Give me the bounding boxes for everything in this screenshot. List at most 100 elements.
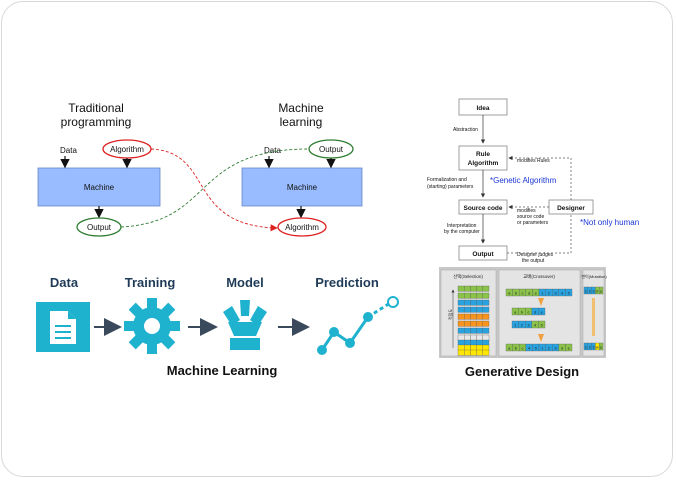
gene-cell <box>464 334 471 341</box>
step-data-label: Data <box>50 275 79 290</box>
gene-cell-label: b <box>515 291 518 296</box>
gene-cell-label: a <box>508 346 511 351</box>
gene-cell-label: e <box>535 291 538 296</box>
traditional-data-label: Data <box>60 146 77 155</box>
traditional-machine-label: Machine <box>84 183 115 192</box>
gene-cell-label: 5 <box>535 346 538 351</box>
gene-cell-label: 2 <box>589 289 592 294</box>
gene-cell <box>565 288 573 297</box>
modifies-rules-label: modifies Rules <box>517 158 550 164</box>
designer-judges-2: the output <box>522 258 545 264</box>
gene-cell-label: 2 <box>548 346 551 351</box>
abstraction-label: Abstraction <box>453 127 478 133</box>
gene-cell-label: b <box>521 310 524 315</box>
gene-cell-label: e <box>600 345 603 350</box>
generative-design-caption: Generative Design <box>465 364 579 379</box>
gene-cell <box>457 299 465 306</box>
gene-cell <box>470 327 477 334</box>
gene-cell <box>464 313 471 320</box>
modifies-source-3: or parameters <box>517 220 549 226</box>
idea-label: Idea <box>476 105 489 112</box>
traditional-algorithm-label: Algorithm <box>110 145 144 154</box>
gene-cell <box>482 349 490 356</box>
gene-cell <box>565 343 573 352</box>
gene-cell <box>464 285 471 292</box>
gene-cell-label: 1 <box>541 291 544 296</box>
ml-machine-label: Machine <box>287 183 318 192</box>
gene-cell <box>476 334 483 341</box>
gene-cell <box>464 339 471 346</box>
gene-cell-label: b <box>515 346 518 351</box>
ml-title-line2: learning <box>280 115 323 129</box>
ml-data-label: Data <box>264 146 281 155</box>
gene-cell <box>599 342 604 351</box>
gene-cell <box>470 344 477 351</box>
gene-cell <box>457 339 465 346</box>
gene-cell <box>476 327 483 334</box>
gear-icon <box>124 298 180 354</box>
step-model-label: Model <box>226 275 264 290</box>
model-icon <box>223 300 267 350</box>
gene-cell <box>538 307 546 316</box>
output-crossing-curve <box>120 148 308 228</box>
traditional-machine-box <box>37 167 161 207</box>
gene-cell <box>464 344 471 351</box>
gene-cell-label: 1 <box>585 289 588 294</box>
gene-cell-label: c <box>528 310 530 315</box>
gene-cell-label: 3 <box>527 323 530 328</box>
gene-cell <box>476 339 483 346</box>
fitness-label: 적합도 <box>447 309 453 320</box>
gene-cell-label: d <box>596 289 598 294</box>
machine-learning-caption: Machine Learning <box>167 363 278 378</box>
gene-cell <box>476 285 483 292</box>
selection-title: 선택(Selection) <box>453 273 483 280</box>
genetic-algorithm-note: *Genetic Algorithm <box>490 176 557 185</box>
traditional-output-label: Output <box>87 223 112 232</box>
traditional-title-line2: programming <box>61 115 132 129</box>
rule-label: Rule <box>476 151 490 158</box>
gene-cell <box>457 292 465 299</box>
algorithm-crossing-curve <box>150 148 278 232</box>
gene-cell <box>482 306 490 313</box>
gene-cell <box>457 344 465 351</box>
gene-cell <box>470 349 477 356</box>
gene-cell <box>476 306 483 313</box>
gene-cell <box>457 349 465 356</box>
gene-cell <box>476 349 483 356</box>
gene-cell <box>470 285 477 292</box>
ml-title-line1: Machine <box>278 101 324 115</box>
gene-cell-label: 3 <box>592 289 595 294</box>
not-only-human-note: *Not only human <box>580 218 639 227</box>
ml-algorithm-label: Algorithm <box>285 223 319 232</box>
step-prediction-label: Prediction <box>315 275 379 290</box>
gene-cell-label: 3 <box>592 345 595 350</box>
source-code-label: Source code <box>463 205 502 212</box>
gene-cell <box>470 334 477 341</box>
gene-cell-label: c <box>522 291 524 296</box>
gene-cell-label: 3 <box>554 346 557 351</box>
gene-cell <box>482 339 490 346</box>
gene-cell-label: 1 <box>541 346 544 351</box>
gene-cell <box>457 306 465 313</box>
gene-cell <box>470 292 477 299</box>
gene-cell <box>470 313 477 320</box>
gene-cell-label: 5 <box>568 291 571 296</box>
generative-flowchart: Idea Abstraction Rule Algorithm modifies… <box>427 98 639 264</box>
gene-cell-label: a <box>514 310 517 315</box>
step-training-label: Training <box>125 275 176 290</box>
gene-cell-label: w <box>596 345 599 350</box>
designer-label: Designer <box>557 205 585 212</box>
gene-cell <box>599 286 604 295</box>
formalization-label-2: (starting) parameters <box>427 184 474 190</box>
gene-cell-label: e <box>600 289 603 294</box>
formalization-label-1: Formalization and <box>427 177 467 183</box>
gene-cell <box>457 285 465 292</box>
gene-cell-label: 1 <box>585 345 588 350</box>
gene-cell-label: 3 <box>554 291 557 296</box>
gene-cell <box>476 344 483 351</box>
interpretation-label-1: Interpretation <box>447 223 477 229</box>
gene-cell <box>464 292 471 299</box>
